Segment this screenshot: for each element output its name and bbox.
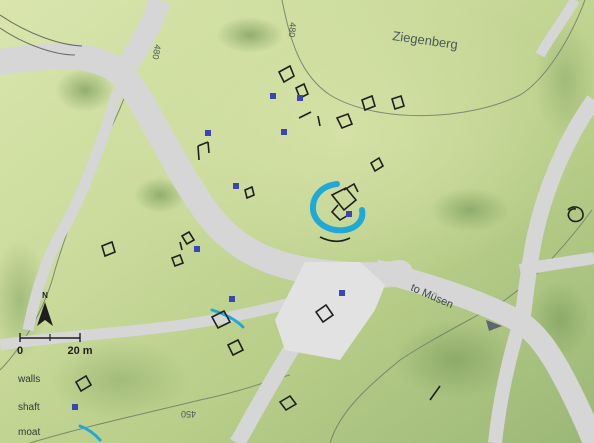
moat-features [210,181,366,329]
contour-label: 480 [287,22,298,38]
nw-track [0,14,83,56]
direction-arrow-icon [486,320,502,331]
scale-end-label: 20 m [67,345,92,357]
ne-path [535,0,580,58]
legend-walls-label: walls [17,374,40,385]
map-legend: walls shaft moat [17,374,102,442]
east-road [514,95,594,324]
terrain-shading [0,17,594,420]
south-branch [488,319,527,443]
east-spur [518,252,594,276]
contour-label: 450 [181,409,196,419]
west-road [0,294,302,351]
west-path [22,88,124,332]
legend-moat-symbol [78,424,102,442]
moat-arc-main [309,181,366,234]
scale-bar: 0 20 m [17,333,93,357]
musen-road [372,259,594,443]
moat-arc-west [210,308,245,329]
hill-highlight [60,0,580,320]
wall-structures [101,64,584,412]
shaft-markers [194,93,352,302]
north-arrow-icon: N [37,291,53,326]
legend-shaft-symbol [72,404,78,410]
scale-start-label: 0 [17,345,23,357]
legend-moat-label: moat [18,427,40,438]
contour-label: 480 [150,44,162,61]
legend-walls-symbol [74,374,93,393]
north-road [111,0,171,82]
north-label: N [42,291,48,300]
legend-shaft-label: shaft [18,402,40,413]
